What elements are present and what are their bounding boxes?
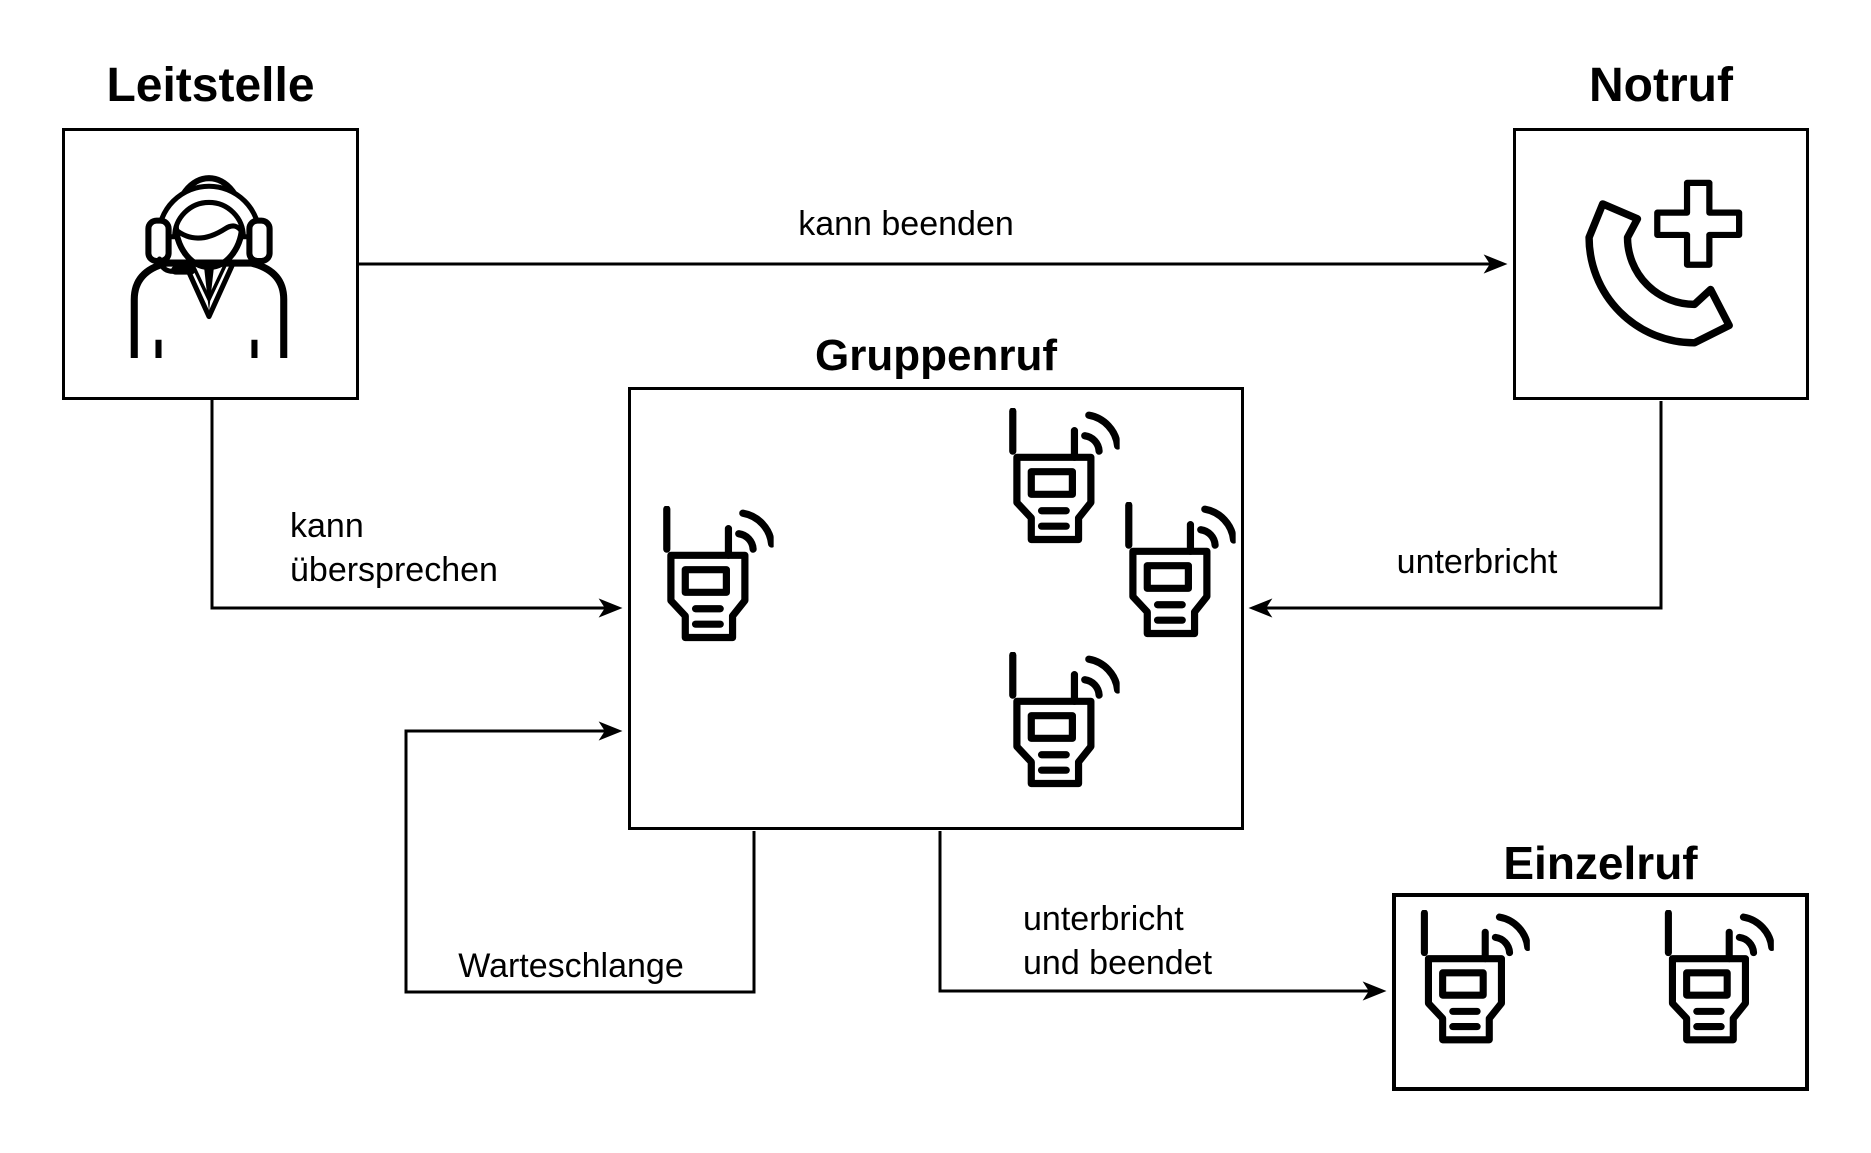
walkie-talkie-icon [1408,910,1530,1057]
node-title-leitstelle: Leitstelle [106,59,315,112]
edge-label-warteschlange: Warteschlange [458,947,684,985]
walkie-talkie-icon [996,652,1120,801]
phone-plus-icon [1568,168,1754,354]
edge-label-line: und beendet [1023,944,1213,982]
node-leitstelle [62,128,359,400]
edge-label-unterbricht-und-beendet: unterbricht und beendet [1023,897,1212,985]
edge-label-line: unterbricht [1023,900,1184,938]
edge-label-unterbricht: unterbricht [1396,543,1558,581]
node-title-einzelruf: Einzelruf [1503,837,1698,889]
headset-operator-icon [128,158,290,360]
edge-label-line: übersprechen [290,551,498,589]
walkie-talkie-icon [1112,502,1236,651]
edge-label-kann-beenden: kann beenden [798,205,1014,243]
edge-label-line: kann [290,507,364,545]
edge-label-kann-uebersprechen: kann übersprechen [290,504,498,592]
walkie-talkie-icon [650,506,774,655]
walkie-talkie-icon [1652,910,1774,1057]
node-title-notruf: Notruf [1589,59,1733,112]
node-title-gruppenruf: Gruppenruf [815,331,1057,380]
walkie-talkie-icon [996,408,1120,557]
node-notruf [1513,128,1809,400]
